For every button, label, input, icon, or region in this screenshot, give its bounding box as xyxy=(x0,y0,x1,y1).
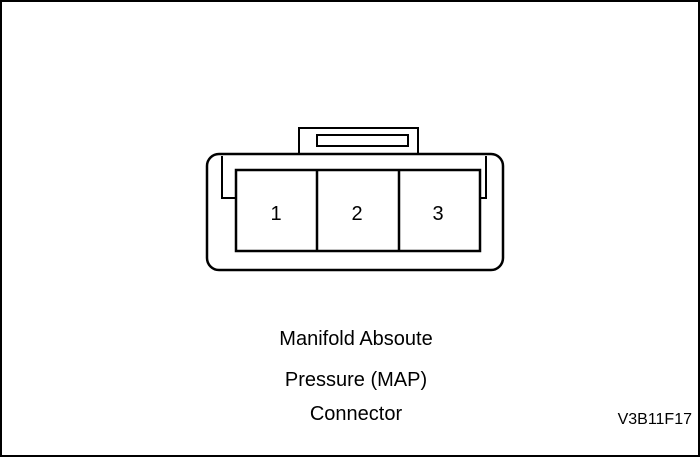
pin-1-label: 1 xyxy=(270,203,281,225)
caption-line-3: Connector xyxy=(309,403,403,425)
pin-cavities xyxy=(234,168,482,253)
pin-2-label: 2 xyxy=(351,203,362,225)
figure-code: V3B11F17 xyxy=(617,411,692,428)
pin-3-label: 3 xyxy=(432,203,443,225)
caption-line-1: Manifold Absoute xyxy=(279,328,433,350)
locking-tab xyxy=(298,127,419,155)
caption-line-2: Pressure (MAP) xyxy=(284,369,428,391)
